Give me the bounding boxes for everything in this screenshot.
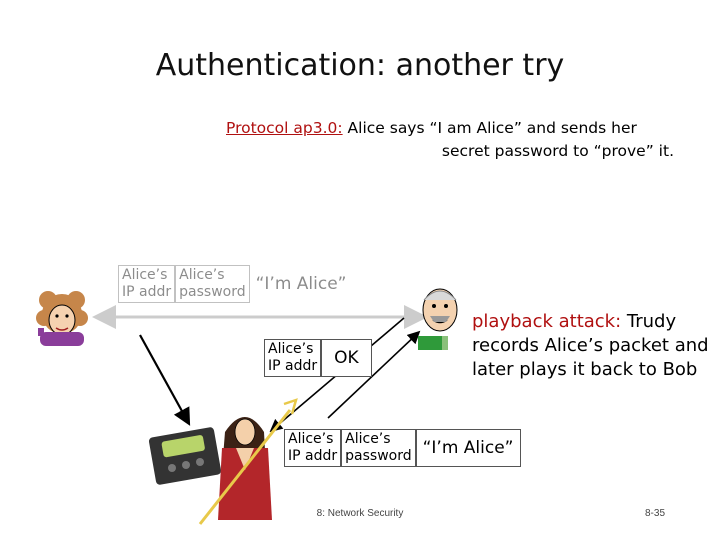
packet-field-ip-addr: Alice’s IP addr [264,339,322,377]
packet-message: OK [321,339,372,377]
footer-title: 8: Network Security [316,508,404,519]
attack-text: Trudy records Alice’s packet and later p… [472,311,709,380]
page-number: 8-35 [645,508,666,519]
packet-message: “I’m Alice” [255,273,347,294]
slide-title: Authentication: another try [155,48,565,83]
packet-message: “I’m Alice” [415,429,521,467]
bob-reply-packet: Alice’s IP addr OK [264,339,372,377]
alice-to-recorder-arrow [139,334,191,426]
recorder-icon [148,427,222,485]
packet-field-password: Alice’s password [341,429,416,467]
bob-icon [418,288,458,350]
alice-packet: Alice’s IP addr Alice’s password “I’m Al… [118,265,353,303]
protocol-description-line-1: Protocol ap3.0: Alice says “I am Alice” … [226,119,637,137]
trudy-to-bob-arrow [327,330,421,419]
trudy-replay-packet: Alice’s IP addr Alice’s password “I’m Al… [284,429,521,467]
packet-field-ip-addr: Alice’s IP addr [118,265,176,303]
protocol-label: Protocol ap3.0: [226,119,343,137]
alice-icon [36,291,88,346]
packet-field-password: Alice’s password [175,265,250,303]
protocol-text-1: Alice says “I am Alice” and sends her [342,119,637,137]
trudy-icon [198,398,298,525]
attack-label: playback attack: [472,311,622,332]
packet-field-ip-addr: Alice’s IP addr [284,429,342,467]
protocol-description-line-2: secret password to “prove” it. [441,142,674,160]
playback-attack-note: playback attack: Trudy records Alice’s p… [472,310,712,382]
